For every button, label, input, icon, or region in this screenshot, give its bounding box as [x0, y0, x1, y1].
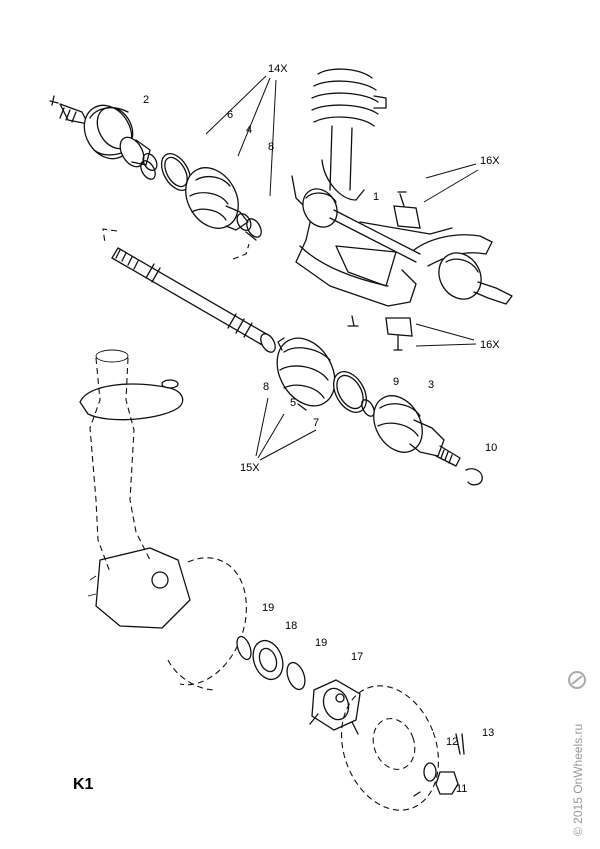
- label-3: 3: [428, 379, 434, 391]
- inner-cv-joint-part-3: [373, 395, 461, 467]
- split-pin-part-12: [455, 733, 465, 755]
- shaft-circlip-part-8: [260, 333, 276, 353]
- label-16x-top: 16X: [480, 155, 500, 167]
- callout-bracket-top: [102, 228, 250, 260]
- onwheels-logo-icon: [568, 671, 586, 689]
- label-19-top: 19: [262, 602, 274, 614]
- label-2: 2: [143, 94, 149, 106]
- label-8-top: 8: [268, 141, 274, 153]
- section-label: K1: [73, 776, 94, 793]
- label-15x: 15X: [240, 462, 260, 474]
- label-7: 7: [313, 417, 319, 429]
- label-5: 5: [290, 397, 296, 409]
- label-14x: 14X: [268, 63, 288, 75]
- label-12: 12: [446, 736, 458, 748]
- wheel-bearing-parts-17-19: [236, 635, 306, 691]
- cv-boot-part-4: [185, 167, 252, 232]
- outer-cv-joint-part-2: [49, 95, 158, 172]
- inner-cv-boot-part-5: [276, 337, 336, 411]
- label-13: 13: [482, 727, 494, 739]
- wheel-hub-part-17: [309, 679, 361, 735]
- label-9: 9: [393, 376, 399, 388]
- watermark-text: © 2015 OnWheels.ru: [571, 724, 585, 836]
- boot-clamp-part-8-top: [245, 218, 262, 241]
- label-10: 10: [485, 442, 497, 454]
- circlip-part-9: [361, 399, 375, 417]
- snap-ring-part-10: [465, 468, 483, 486]
- label-17: 17: [351, 651, 363, 663]
- label-8-middle: 8: [263, 381, 269, 393]
- label-4: 4: [246, 124, 252, 136]
- boot-clamp-part-7: [332, 371, 368, 413]
- steering-knuckle: [79, 349, 191, 629]
- label-1: 1: [373, 191, 379, 203]
- label-6: 6: [227, 109, 233, 121]
- boot-clamp-ring-small: [140, 160, 156, 180]
- leader-lines: [205, 75, 479, 461]
- clamp-bracket-part-1: [347, 191, 421, 351]
- label-19-bottom: 19: [315, 637, 327, 649]
- brake-disc-shield: [167, 557, 247, 691]
- drive-shaft: [111, 247, 271, 347]
- label-11: 11: [456, 783, 467, 795]
- part-labels: 14X 2 6 4 8 16X 1 16X 9 3 8 5 7 10 15X 1…: [143, 63, 500, 795]
- brake-disc-part-13: [340, 685, 440, 811]
- suspension-strut-spring: [311, 68, 387, 201]
- label-18: 18: [285, 620, 297, 632]
- watermark: © 2015 OnWheels.ru: [568, 671, 586, 836]
- right-drive-shaft-installed: [302, 188, 513, 305]
- washer-and-nut-part-11: [413, 762, 459, 797]
- label-16x-bottom: 16X: [480, 339, 500, 351]
